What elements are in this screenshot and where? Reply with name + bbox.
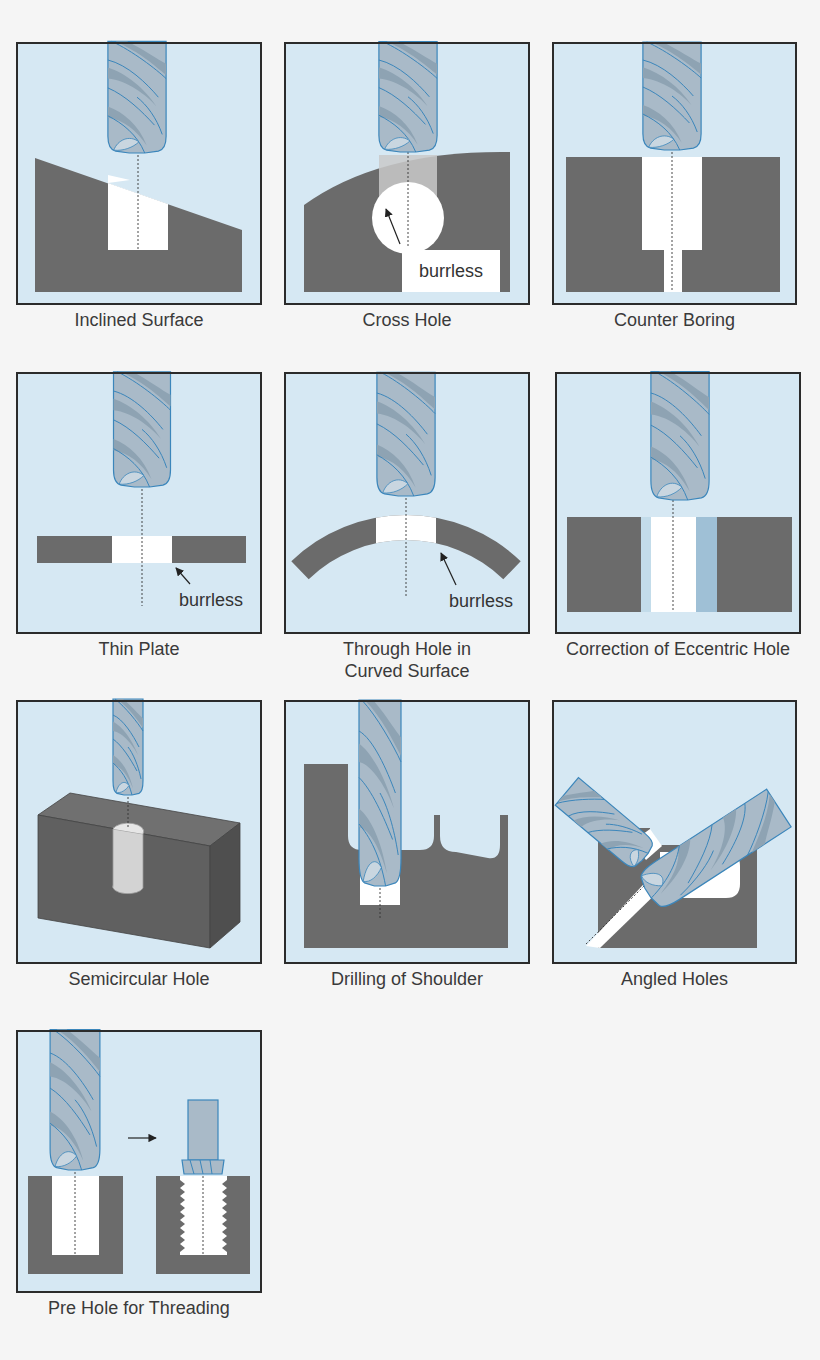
old-hole-edge (641, 517, 651, 612)
center-line (203, 1176, 204, 1255)
panel-caption: Semicircular Hole (0, 968, 287, 990)
threaded-hole (180, 1176, 227, 1255)
panel-caption: Drilling of Shoulder (259, 968, 555, 990)
thin-plate-figure (37, 372, 246, 606)
panel-caption: Counter Boring (527, 309, 820, 331)
curved-surface-figure (291, 372, 520, 596)
callout-label: burrless (156, 588, 266, 612)
panel-ground (16, 42, 262, 305)
step-arrow (128, 1137, 156, 1138)
end-mill (113, 699, 143, 795)
application-panel: Correction of Eccentric Hole (555, 372, 801, 634)
semicircular-hole-figure (38, 699, 240, 948)
panel-ground (552, 700, 797, 964)
center-line (75, 1172, 76, 1255)
center-line (128, 797, 129, 828)
threading-figure (28, 1030, 250, 1274)
application-panel: Drilling of Shoulder (284, 700, 530, 964)
callout-label: burrless (426, 589, 536, 613)
hole-opening (113, 823, 144, 834)
panel-caption: Through Hole in Curved Surface (317, 638, 497, 682)
panel-ground (16, 1030, 262, 1293)
block-side (210, 823, 240, 948)
panel-grounds (16, 42, 801, 1293)
plate (37, 536, 246, 563)
end-mill (108, 41, 166, 153)
center-line (586, 880, 650, 944)
workpiece (304, 152, 510, 292)
inclined-surface-figure (35, 41, 242, 292)
application-panel: Cross Hole (284, 42, 530, 305)
workpiece (156, 1176, 250, 1274)
application-panel: Inclined Surface (16, 42, 262, 305)
semicircular-hole (113, 829, 143, 894)
workpiece (566, 157, 780, 292)
counter-boring-figure (566, 42, 780, 292)
panel-ground (16, 700, 262, 964)
panel-caption: Cross Hole (259, 309, 555, 331)
workpiece (567, 517, 792, 612)
panel-ground (555, 372, 801, 634)
tool-shank (188, 1100, 218, 1160)
end-mill (636, 789, 791, 912)
application-panel: Semicircular Hole (16, 700, 262, 964)
end-mill (651, 372, 709, 500)
callout-label: burrless (402, 250, 500, 292)
end-mill (643, 42, 701, 150)
leader-arrow (386, 209, 400, 244)
panel-caption: Angled Holes (527, 968, 820, 990)
center-line (142, 489, 143, 606)
center-line (408, 152, 409, 246)
workpiece (304, 764, 508, 948)
end-mill (379, 42, 437, 152)
end-mill (377, 372, 435, 496)
angled-holes-figure (555, 778, 791, 948)
leader-arrow (176, 568, 190, 584)
application-panel: Pre Hole for Threading (16, 1030, 262, 1293)
application-panel: Angled Holes (552, 700, 797, 964)
panel-caption: Thin Plate (0, 638, 287, 660)
pre-hole (52, 1176, 99, 1255)
shoulder-figure (304, 700, 508, 948)
end-mill (114, 372, 171, 487)
cutter-flutes (190, 1160, 212, 1174)
block-front (38, 815, 210, 948)
center-line (673, 500, 674, 612)
leader-arrow (441, 553, 456, 585)
workpiece (28, 1176, 123, 1274)
end-mill (50, 1030, 100, 1170)
panel-ground (552, 42, 797, 305)
center-line (138, 155, 139, 250)
label-box (402, 250, 500, 292)
cross-hole-figure (304, 42, 510, 292)
thread-cutter (182, 1160, 224, 1174)
application-panel: Counter Boring (552, 42, 797, 305)
hole-edge (108, 175, 130, 183)
through-hole (664, 249, 682, 292)
center-line (672, 152, 673, 292)
corrected-hole (651, 517, 696, 612)
removed-stock (696, 517, 717, 612)
end-mill (555, 778, 656, 871)
workpiece (35, 158, 242, 292)
panel-caption: Pre Hole for Threading (0, 1297, 287, 1319)
panel-ground (284, 42, 530, 305)
center-line (380, 888, 381, 918)
panel-ground (284, 700, 530, 964)
end-mill (359, 700, 401, 886)
panel-caption: Correction of Eccentric Hole (530, 638, 820, 660)
center-line (406, 498, 407, 596)
panel-caption: Inclined Surface (0, 309, 287, 331)
eccentric-hole-figure (567, 372, 792, 612)
